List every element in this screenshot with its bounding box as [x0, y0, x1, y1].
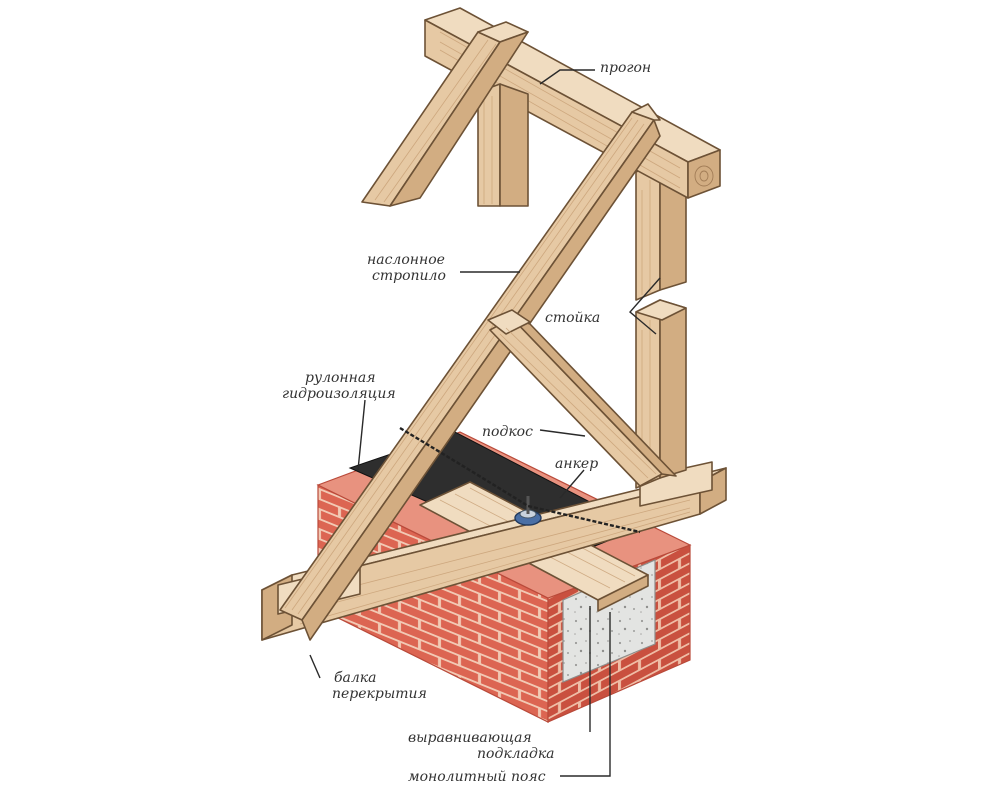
center-post [477, 83, 529, 207]
label-post: стойка [545, 310, 600, 326]
anchor-bolt [514, 496, 542, 526]
label-shim-line1: выравнивающая [408, 730, 532, 746]
sloped-rafter [279, 103, 661, 641]
label-purlin: прогон [600, 60, 651, 76]
wire-twist [399, 426, 641, 534]
label-beam-line2: перекрытия [332, 686, 427, 702]
leader-lines [309, 69, 661, 777]
label-beam-line1: балка [334, 670, 377, 686]
strut [487, 309, 677, 487]
label-anchor: анкер [555, 456, 598, 472]
label-shim-line2: подкладка [477, 746, 555, 762]
post [635, 159, 687, 489]
label-rafter-line2: стропило [372, 268, 446, 284]
label-belt: монолитный пояс [408, 769, 546, 785]
label-strut: подкос [482, 424, 533, 440]
label-rafter-line1: наслонное [367, 252, 445, 268]
label-waterproof-line1: рулонная [305, 370, 376, 386]
label-waterproof-line2: гидроизоляция [282, 386, 396, 402]
upper-left-rafter [361, 21, 529, 207]
